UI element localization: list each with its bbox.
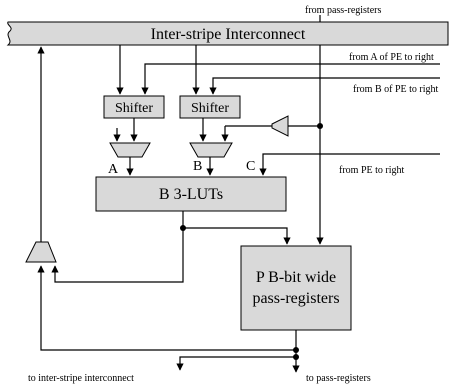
luts-label: B 3-LUTs — [159, 186, 223, 203]
interconnect-label: Inter-stripe Interconnect — [151, 26, 306, 43]
shifter-2-box — [179, 95, 241, 119]
top-input-label: from pass-registers — [305, 5, 381, 16]
from-a-label: from A of PE to right — [349, 52, 434, 63]
lut-to-pass-regs — [183, 227, 291, 245]
out-pass-label: to pass-registers — [306, 373, 371, 384]
port-a-label: A — [108, 162, 119, 177]
feedback-mux — [271, 115, 289, 137]
pass-regs-to-interconnect-out — [176, 356, 296, 371]
from-b-label: from B of PE to right — [353, 84, 438, 95]
from-b-wire — [209, 77, 440, 95]
shifter-1-label: Shifter — [115, 101, 153, 116]
lut-to-left-mux — [51, 228, 184, 283]
luts-box — [95, 176, 287, 212]
port-c-label: C — [246, 159, 255, 174]
from-pe-wire — [259, 153, 440, 176]
pass-registers-label-1: P B-bit wide — [256, 269, 336, 286]
mux-b — [189, 142, 233, 158]
shifter-2-label: Shifter — [191, 101, 229, 116]
from-a-wire — [141, 63, 440, 95]
out-interconnect-label: to inter-stripe interconnect — [28, 373, 134, 384]
mux-a — [109, 142, 151, 158]
pass-registers-label-2: pass-registers — [252, 290, 339, 307]
tap-junction-1 — [317, 123, 323, 129]
left-output-mux — [25, 241, 57, 263]
port-b-label: B — [193, 159, 202, 174]
from-pe-label: from PE to right — [339, 165, 404, 176]
interconnect-bar — [6, 21, 449, 46]
pass-registers-box — [240, 245, 352, 331]
pass-regs-to-left-mux — [37, 265, 296, 351]
